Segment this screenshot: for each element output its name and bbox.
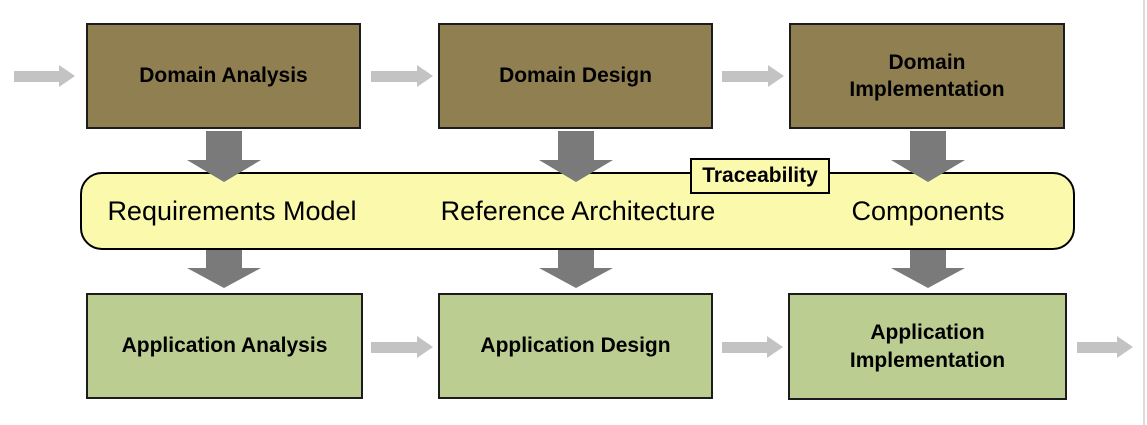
box-domain-implementation: Domain Implementation [789, 23, 1065, 129]
arrow-head [417, 336, 433, 358]
arrow-head [417, 65, 433, 87]
arrow-shaft [910, 250, 946, 268]
arrow-shaft [371, 341, 417, 353]
arrow-head [187, 160, 261, 182]
arrow-right-icon [14, 65, 75, 87]
arrow-head [767, 336, 783, 358]
arrow-down-icon [891, 250, 965, 288]
band-label-components: Components [851, 195, 1005, 226]
arrow-head [539, 268, 613, 288]
box-label: Domain Design [499, 64, 652, 88]
box-domain-design: Domain Design [438, 23, 713, 129]
arrow-shaft [558, 250, 594, 268]
arrow-head [891, 268, 965, 288]
arrow-right-icon [722, 336, 783, 358]
page-edge-line [1143, 0, 1145, 425]
arrow-head [1117, 336, 1133, 358]
box-label: Domain Analysis [139, 64, 308, 88]
arrow-head [187, 268, 261, 288]
box-domain-analysis: Domain Analysis [86, 23, 361, 129]
arrow-right-icon [371, 65, 433, 87]
arrow-shaft [722, 341, 767, 353]
arrow-head [59, 65, 75, 87]
box-label: Domain Implementation [849, 50, 1005, 101]
arrow-head [768, 65, 784, 87]
box-label: Application Design [480, 334, 671, 358]
arrow-shaft [371, 70, 417, 82]
traceability-tag-label: Traceability [702, 164, 818, 187]
arrow-down-icon [187, 131, 261, 182]
arrow-shaft [910, 131, 946, 160]
arrow-right-icon [371, 336, 433, 358]
arrow-down-icon [539, 250, 613, 288]
box-label: Application Analysis [121, 334, 328, 358]
arrow-shaft [558, 131, 594, 160]
box-application-implementation: Application Implementation [788, 293, 1067, 400]
box-label: Application Implementation [849, 321, 1006, 372]
arrow-shaft [206, 131, 242, 160]
arrow-shaft [14, 70, 59, 82]
arrow-shaft [206, 250, 242, 268]
box-application-design: Application Design [438, 293, 713, 399]
arrow-shaft [722, 70, 768, 82]
arrow-right-icon [1077, 336, 1133, 358]
arrow-right-icon [722, 65, 784, 87]
arrow-head [891, 160, 965, 182]
box-application-analysis: Application Analysis [86, 293, 363, 399]
band-label-requirements-model: Requirements Model [107, 195, 357, 226]
arrow-down-icon [539, 131, 613, 182]
band-label-reference-architecture: Reference Architecture [440, 195, 716, 226]
arrow-head [539, 160, 613, 182]
traceability-tag: Traceability [690, 158, 830, 194]
arrow-shaft [1077, 341, 1117, 353]
arrow-down-icon [187, 250, 261, 288]
arrow-down-icon [891, 131, 965, 182]
